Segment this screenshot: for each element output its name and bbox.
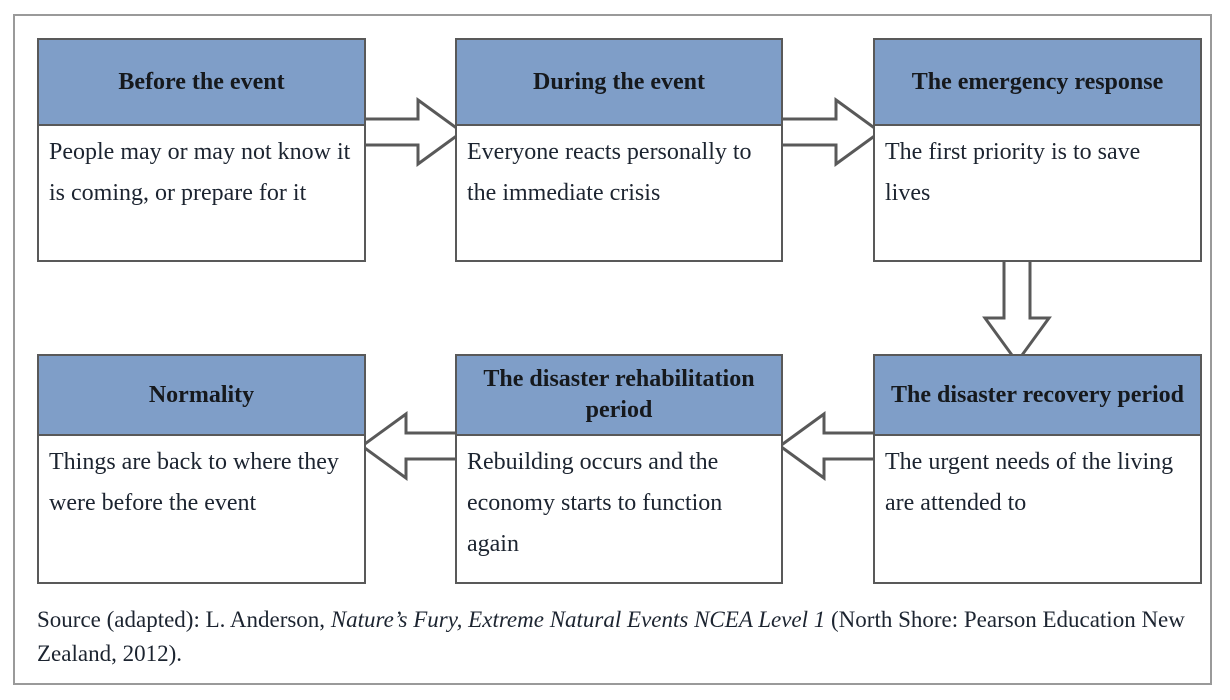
process-box-body: Everyone reacts personally to the immedi… [467, 139, 752, 206]
process-box-body: The urgent needs of the living are atten… [885, 449, 1174, 516]
process-box-header: Before the event [39, 40, 364, 126]
process-box-the-disaster-rehabilitation-period[interactable]: The disaster rehabilitation period Rebui… [455, 354, 783, 584]
process-box-body: Rebuilding occurs and the economy starts… [467, 449, 723, 557]
process-box-during-the-event[interactable]: During the event Everyone reacts persona… [455, 38, 783, 262]
process-box-before-the-event[interactable]: Before the event People may or may not k… [37, 38, 366, 262]
arrow-right-icon-before-to-during [358, 97, 465, 167]
disaster-cycle-diagram: Before the event People may or may not k… [15, 16, 1210, 683]
process-box-body: The first priority is to save lives [885, 139, 1141, 206]
figure-frame: Before the event People may or may not k… [13, 14, 1212, 685]
source-suffix: (North Shore: Pearson Education New Zeal… [37, 607, 1185, 666]
process-box-header: The emergency response [875, 40, 1200, 126]
process-box-header: The disaster rehabilitation period [457, 356, 781, 436]
process-box-the-emergency-response[interactable]: The emergency response The first priorit… [873, 38, 1202, 262]
source-prefix: Source (adapted): L. Anderson, [37, 607, 331, 632]
process-box-header: The disaster recovery period [875, 356, 1200, 436]
process-box-body: Things are back to where they were befor… [49, 449, 339, 516]
arrow-left-icon-rehabilitation-to-normality [359, 411, 466, 481]
process-box-body: People may or may not know it is coming,… [49, 139, 351, 206]
arrow-right-icon-during-to-emergency [776, 97, 883, 167]
source-work-title: Nature’s Fury, Extreme Natural Events NC… [330, 607, 826, 632]
arrow-down-icon-emergency-to-recovery [982, 254, 1052, 365]
process-box-header: During the event [457, 40, 781, 126]
process-box-header: Normality [39, 356, 364, 436]
arrow-left-icon-recovery-to-rehabilitation [777, 411, 884, 481]
source-caption: Source (adapted): L. Anderson, Nature’s … [37, 603, 1187, 671]
process-box-the-disaster-recovery-period[interactable]: The disaster recovery period The urgent … [873, 354, 1202, 584]
process-box-normality[interactable]: Normality Things are back to where they … [37, 354, 366, 584]
